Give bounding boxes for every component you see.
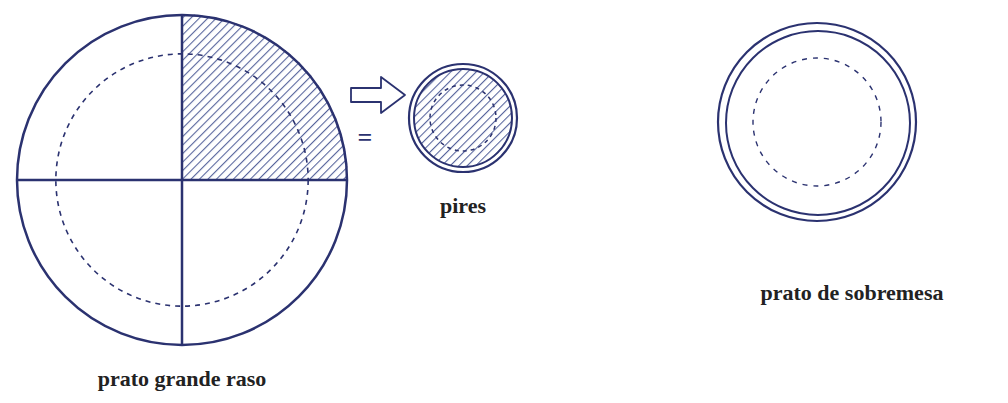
plate-outline xyxy=(408,63,518,173)
plate-outline xyxy=(16,14,348,346)
plate-label: pires xyxy=(440,193,486,218)
plate-label: prato de sobremesa xyxy=(761,280,944,305)
dessert-plate: prato de sobremesa xyxy=(717,22,917,222)
equals-sign: = xyxy=(356,125,375,151)
plate-label: prato grande raso xyxy=(98,366,267,391)
dinner-plate: prato grande raso xyxy=(16,14,348,346)
hollow-arrow xyxy=(351,77,405,113)
plate-outline xyxy=(717,22,917,222)
saucer: pires xyxy=(408,63,518,173)
